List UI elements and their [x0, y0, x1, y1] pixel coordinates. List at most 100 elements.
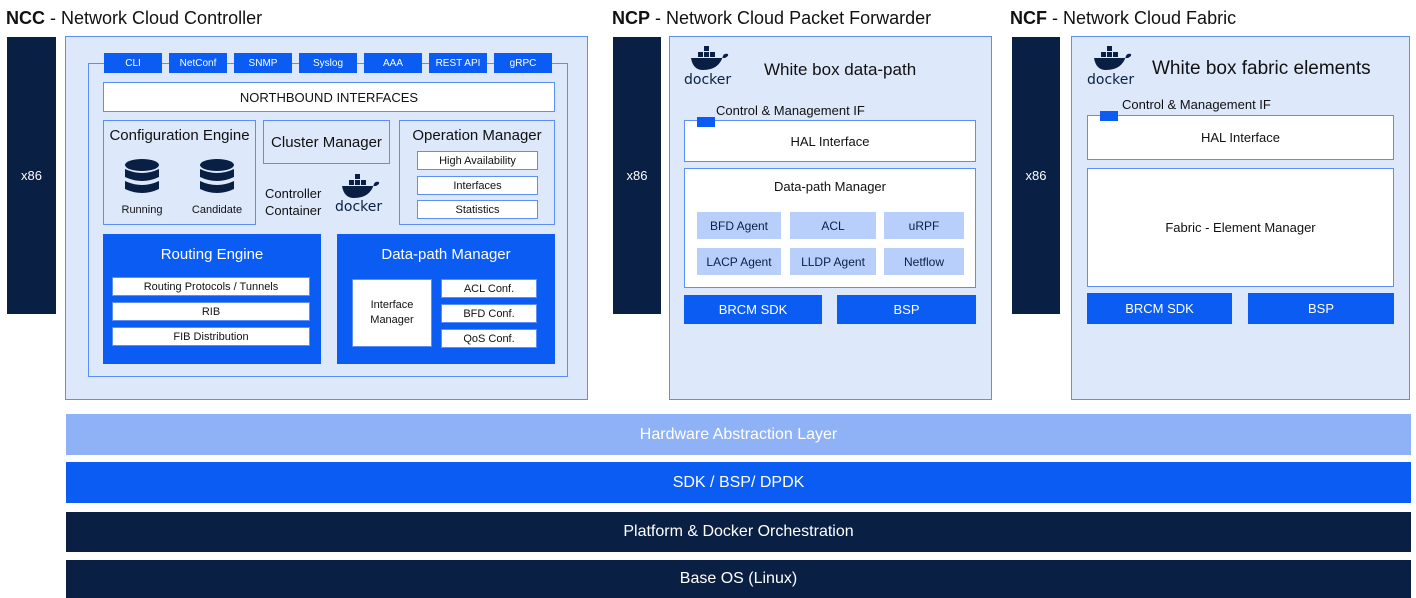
- docker-label: docker: [335, 199, 383, 215]
- tab-syslog-label: Syslog: [312, 57, 343, 69]
- bfd-conf-item: BFD Conf.: [441, 304, 537, 323]
- ncp-hal-label: HAL Interface: [790, 133, 870, 149]
- cluster-manager-label: Cluster Manager: [271, 133, 382, 151]
- ncc-x86-label: x86: [21, 168, 42, 183]
- ncf-fabric-element-manager: Fabric - Element Manager: [1087, 168, 1394, 287]
- tab-aaa-label: AAA: [382, 57, 403, 69]
- routing-engine: Routing Engine Routing Protocols / Tunne…: [103, 234, 321, 364]
- candidate-label: Candidate: [191, 204, 243, 216]
- qos-conf-item: QoS Conf.: [441, 329, 537, 348]
- ncp-x86-block: x86: [613, 37, 661, 314]
- tab-netconf-label: NetConf: [179, 57, 217, 69]
- ncp-brcm-label: BRCM SDK: [718, 302, 788, 317]
- ncf-bsp-label: BSP: [1307, 301, 1334, 316]
- ncp-docker-label: docker: [684, 72, 732, 88]
- tab-snmp-label: SNMP: [248, 57, 278, 69]
- baseos-layer-label: Base OS (Linux): [679, 570, 798, 587]
- ncf-hal-label: HAL Interface: [1200, 130, 1280, 145]
- ncp-bsp-label: BSP: [893, 302, 920, 317]
- tab-cli: CLI: [104, 53, 162, 73]
- ncc-header: NCC - Network Cloud Controller: [6, 8, 262, 29]
- ncc-abbr: NCC: [6, 8, 45, 28]
- hal-layer-label: Hardware Abstraction Layer: [639, 425, 838, 443]
- tab-cli-label: CLI: [125, 57, 141, 69]
- acl-conf-item: ACL Conf.: [441, 279, 537, 298]
- routing-item-label: FIB Distribution: [173, 330, 249, 343]
- dp-item-label: ACL Conf.: [463, 282, 515, 295]
- ncp-ctrl-if-port: [697, 117, 715, 127]
- op-item-label: Interfaces: [453, 179, 502, 192]
- running-label: Running: [121, 204, 163, 216]
- ncc-title: - Network Cloud Controller: [50, 8, 263, 28]
- ncf-abbr: NCF: [1010, 8, 1047, 28]
- ncp-docker-whale-icon: [691, 46, 729, 70]
- agent-label: Netflow: [903, 254, 944, 269]
- base-os-layer: Base OS (Linux): [66, 560, 1411, 598]
- ncc-x86-block: x86: [7, 37, 56, 314]
- routing-item-label: Routing Protocols / Tunnels: [143, 280, 279, 293]
- tab-rest-api: REST API: [429, 53, 487, 73]
- agent-label: uRPF: [908, 218, 940, 233]
- candidate-database-icon: [200, 159, 234, 193]
- ncp-title: - Network Cloud Packet Forwarder: [655, 8, 932, 28]
- interface-manager: Interface Manager: [352, 279, 432, 347]
- op-item-high-availability: High Availability: [417, 151, 538, 170]
- agent-label: LLDP Agent: [801, 254, 865, 269]
- ncp-ctrl-if-label: Control & Management IF: [716, 103, 865, 118]
- ncp-bsp: BSP: [837, 295, 976, 324]
- ncf-header: NCF - Network Cloud Fabric: [1010, 8, 1236, 29]
- tab-grpc-label: gRPC: [509, 57, 537, 69]
- operation-manager: Operation Manager High Availability Inte…: [399, 120, 555, 225]
- routing-engine-title: Routing Engine: [160, 246, 264, 263]
- configuration-engine: Configuration Engine Running Candidate: [103, 120, 256, 225]
- netflow-agent: Netflow: [884, 248, 964, 275]
- ncc-datapath-title: Data-path Manager: [381, 246, 511, 263]
- docker-whale-icon: [342, 174, 380, 198]
- controller-line1: Controller: [265, 186, 322, 201]
- op-item-statistics: Statistics: [417, 200, 538, 219]
- dp-item-label: QoS Conf.: [463, 332, 515, 345]
- ncf-x86-label: x86: [1025, 168, 1047, 183]
- fib-distribution-item: FIB Distribution: [112, 327, 310, 346]
- cluster-manager: Cluster Manager: [263, 120, 390, 164]
- bfd-agent: BFD Agent: [697, 212, 781, 239]
- platform-docker-orchestration-layer: Platform & Docker Orchestration: [66, 512, 1411, 552]
- ncp-x86-label: x86: [626, 168, 648, 183]
- ncf-title: - Network Cloud Fabric: [1052, 8, 1237, 28]
- ncf-brcm-label: BRCM SDK: [1125, 301, 1194, 316]
- rib-item: RIB: [112, 302, 310, 321]
- ncp-hal-interface: HAL Interface: [684, 120, 976, 162]
- tab-netconf: NetConf: [169, 53, 227, 73]
- ncf-bsp: BSP: [1248, 293, 1394, 324]
- platform-layer-label: Platform & Docker Orchestration: [623, 523, 854, 540]
- interface-manager-line1: Interface: [370, 299, 414, 311]
- ncf-docker-whale-icon: [1094, 46, 1132, 70]
- controller-container-label: Controller Container: [265, 185, 321, 219]
- urpf-agent: uRPF: [884, 212, 964, 239]
- ncf-ctrl-if-port: [1100, 111, 1118, 121]
- agent-label: ACL: [821, 218, 845, 233]
- ncf-x86-block: x86: [1012, 37, 1060, 314]
- ncp-header: NCP - Network Cloud Packet Forwarder: [612, 8, 931, 29]
- dp-item-label: BFD Conf.: [463, 307, 515, 320]
- ncp-heading: White box data-path: [764, 60, 917, 79]
- operation-manager-title: Operation Manager: [412, 127, 542, 144]
- agent-label: BFD Agent: [709, 218, 769, 233]
- ncf-heading: White box fabric elements: [1152, 58, 1371, 79]
- ncf-docker-label: docker: [1087, 72, 1135, 88]
- hardware-abstraction-layer: Hardware Abstraction Layer: [66, 414, 1411, 455]
- northbound-label: NORTHBOUND INTERFACES: [239, 89, 419, 105]
- ncp-abbr: NCP: [612, 8, 651, 28]
- acl-agent: ACL: [790, 212, 876, 239]
- ncf-hal-interface: HAL Interface: [1087, 115, 1394, 160]
- tab-aaa: AAA: [364, 53, 422, 73]
- ncp-brcm-sdk: BRCM SDK: [684, 295, 822, 324]
- tab-rest-api-label: REST API: [435, 57, 481, 69]
- lldp-agent: LLDP Agent: [790, 248, 876, 275]
- ncf-fabric-label: Fabric - Element Manager: [1165, 220, 1316, 235]
- ncp-datapath-title: Data-path Manager: [773, 179, 886, 194]
- ncf-ctrl-if-label: Control & Management IF: [1122, 97, 1271, 112]
- sdk-layer-label: SDK / BSP/ DPDK: [672, 473, 805, 491]
- op-item-interfaces: Interfaces: [417, 176, 538, 195]
- configuration-engine-title: Configuration Engine: [109, 127, 250, 144]
